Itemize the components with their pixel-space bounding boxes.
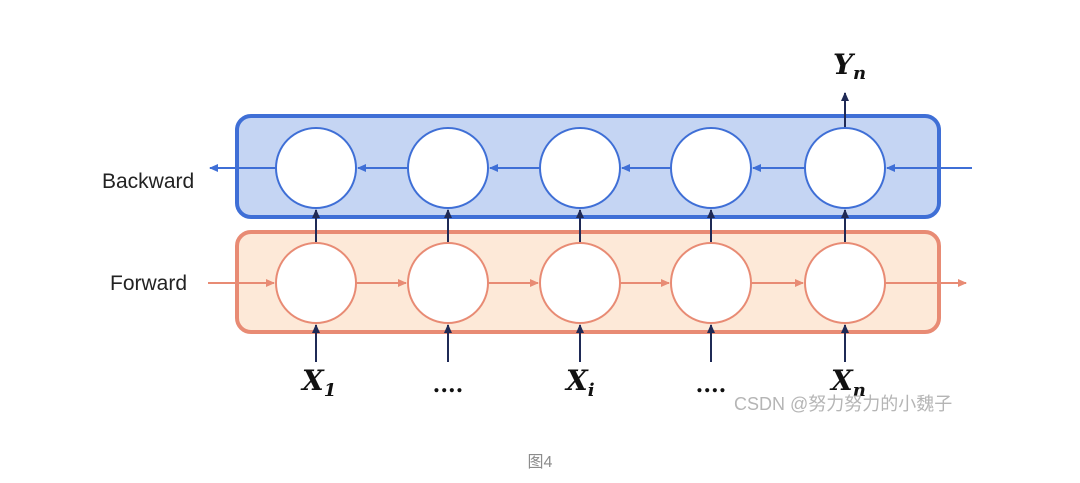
forward-node [804, 242, 886, 324]
vertical-arrows [312, 92, 849, 362]
input-label-main: X [564, 364, 589, 397]
input-label: Xi [564, 364, 595, 401]
forward-node [539, 242, 621, 324]
forward-node [407, 242, 489, 324]
forward-label: Forward [110, 272, 187, 295]
input-label: X1 [300, 364, 336, 401]
input-label-main: X [300, 364, 325, 397]
input-label: Xn [829, 364, 866, 401]
backward-node [407, 127, 489, 209]
input-label-sub: n [853, 380, 866, 401]
output-label: Yn [833, 48, 866, 84]
input-ellipsis: .... [433, 372, 464, 398]
input-label-main: X [829, 364, 854, 397]
backward-label: Backward [102, 170, 194, 193]
backward-node [804, 127, 886, 209]
backward-node [539, 127, 621, 209]
output-label-sub: n [853, 63, 866, 84]
figure-caption: 图4 [528, 454, 553, 471]
backward-node [275, 127, 357, 209]
backward-node [670, 127, 752, 209]
output-label-main: Y [833, 48, 856, 81]
input-label-sub: i [588, 380, 595, 401]
input-ellipsis: .... [696, 372, 727, 398]
forward-node [275, 242, 357, 324]
input-label-sub: 1 [324, 380, 337, 401]
forward-node [670, 242, 752, 324]
input-labels: X1....Xi....Xn [300, 364, 866, 401]
watermark: CSDN @努力努力的小魏子 [734, 394, 952, 414]
nodes [275, 127, 886, 324]
